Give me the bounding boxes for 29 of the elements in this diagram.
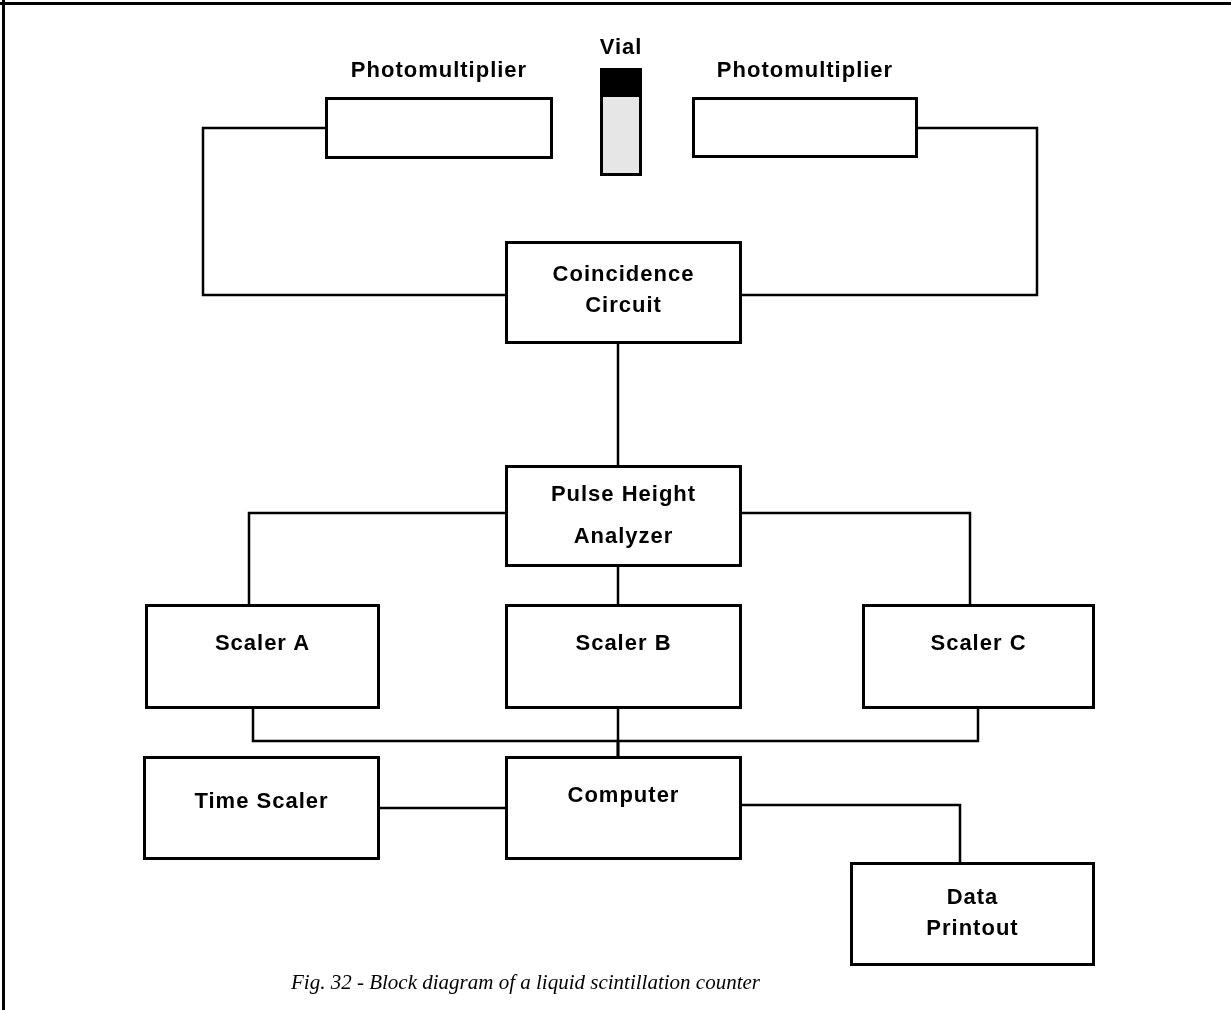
box-label: Scaler B	[574, 629, 673, 657]
connector-line	[742, 511, 972, 604]
process-box	[862, 604, 1095, 709]
box-label: Data Printout	[925, 883, 1020, 942]
connector-line	[742, 126, 1039, 297]
component-label: Photomultiplier	[349, 56, 529, 84]
component-label: Photomultiplier	[715, 56, 895, 84]
figure-caption: Fig. 32 - Block diagram of a liquid scintillation counter	[290, 970, 761, 995]
box-label: Scaler A	[213, 629, 312, 657]
process-box	[505, 241, 742, 344]
connector-line	[616, 709, 980, 756]
process-box	[505, 465, 742, 567]
box-label: Time Scaler	[193, 787, 330, 815]
connector-line	[380, 806, 505, 810]
box-label: Scaler C	[929, 629, 1028, 657]
process-box	[850, 862, 1095, 966]
box-label: Coincidence Circuit	[551, 260, 696, 319]
connector-line	[742, 803, 962, 862]
connector-line	[616, 567, 620, 604]
process-box	[145, 604, 380, 709]
box-label: Computer	[566, 781, 681, 809]
connector-line	[201, 126, 505, 297]
process-box	[505, 604, 742, 709]
box-label: Pulse Height Analyzer	[549, 480, 698, 550]
process-box	[143, 756, 380, 860]
connector-line	[247, 511, 505, 604]
component-label: Vial	[598, 33, 644, 61]
process-box	[505, 756, 742, 860]
connector-line	[616, 344, 620, 465]
